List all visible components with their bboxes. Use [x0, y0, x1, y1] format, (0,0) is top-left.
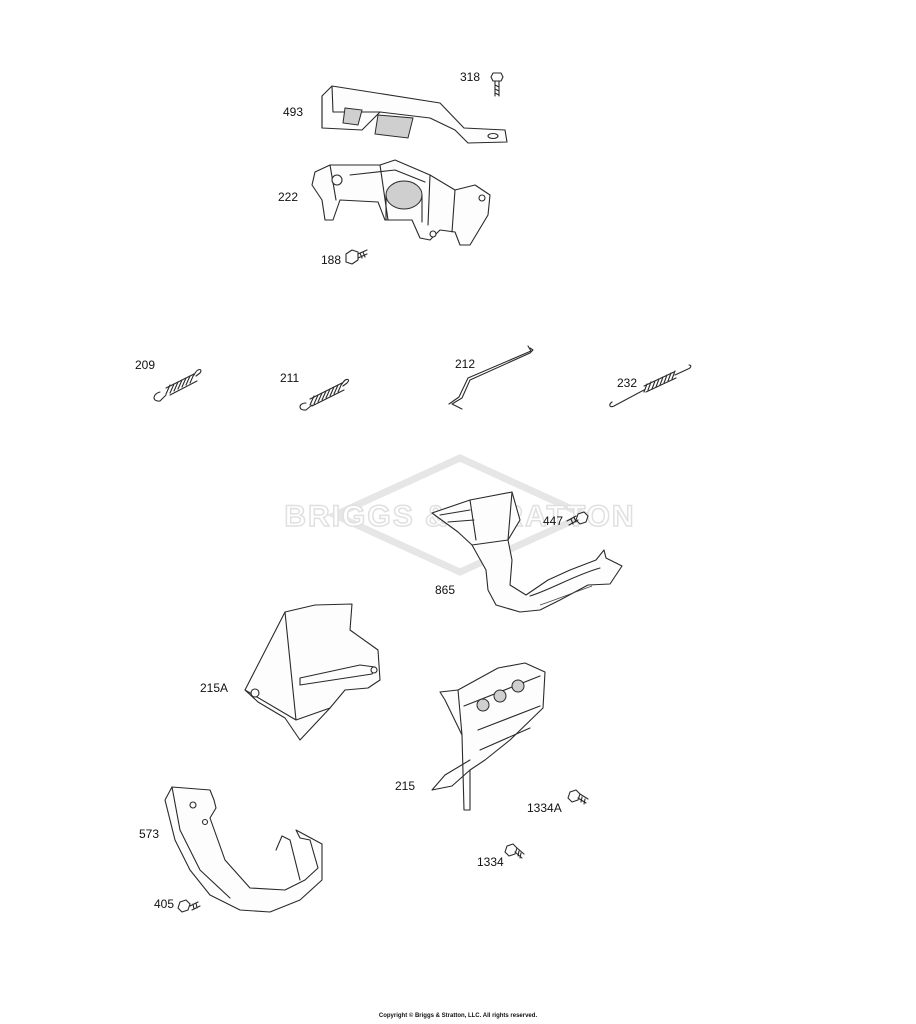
part-1334-screw[interactable]	[504, 843, 525, 859]
callout-573: 573	[139, 827, 159, 841]
callout-865: 865	[435, 583, 455, 597]
part-212-link-rod[interactable]	[448, 345, 534, 410]
part-865-air-guide[interactable]	[431, 491, 623, 613]
callout-232: 232	[617, 376, 637, 390]
callout-212: 212	[455, 357, 475, 371]
part-573-blower-housing[interactable]	[164, 786, 323, 913]
callout-447: 447	[543, 514, 563, 528]
part-222-control-bracket[interactable]	[311, 159, 491, 246]
callout-211: 211	[280, 371, 299, 385]
part-188-screw[interactable]	[345, 249, 368, 265]
part-405-screw[interactable]	[177, 899, 201, 913]
part-215A-shield[interactable]	[244, 603, 381, 741]
part-1334A-screw[interactable]	[567, 789, 589, 805]
callout-493: 493	[283, 105, 303, 119]
callout-1334A: 1334A	[527, 801, 562, 815]
copyright-notice: Copyright © Briggs & Stratton, LLC. All …	[378, 1013, 538, 1019]
part-318-bolt[interactable]	[490, 72, 504, 97]
part-211-spring[interactable]	[299, 378, 349, 411]
part-493-bracket[interactable]	[321, 85, 508, 144]
callout-215A: 215A	[200, 681, 228, 695]
callout-222: 222	[278, 190, 298, 204]
part-447-screw[interactable]	[566, 511, 589, 526]
part-232-spring[interactable]	[609, 364, 692, 408]
part-215-bracket[interactable]	[431, 662, 546, 811]
callout-405: 405	[154, 897, 174, 911]
callout-215: 215	[395, 779, 415, 793]
callout-188: 188	[321, 253, 341, 267]
callout-318: 318	[460, 70, 480, 84]
part-209-spring[interactable]	[153, 368, 202, 402]
callout-209: 209	[135, 358, 155, 372]
callout-1334: 1334	[477, 855, 504, 869]
